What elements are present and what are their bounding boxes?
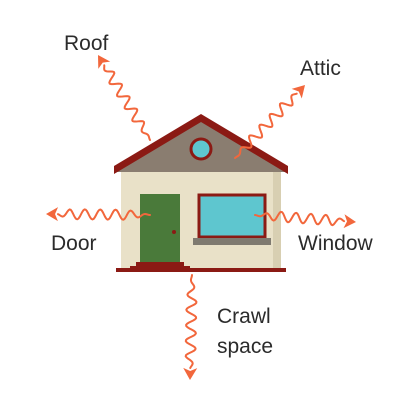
attic-arrow-icon xyxy=(234,85,305,159)
window-icon xyxy=(197,193,267,239)
label-attic: Attic xyxy=(300,57,341,80)
window-sill xyxy=(193,238,271,245)
house-wall-shadow xyxy=(273,172,281,270)
door-knob xyxy=(172,230,176,234)
door-icon xyxy=(140,194,180,264)
door-arrow-head xyxy=(46,207,59,222)
roof-arrow-head xyxy=(98,55,111,69)
heat-arrows xyxy=(46,55,356,380)
label-crawl-space-line2: space xyxy=(217,335,273,358)
label-crawl-space-line1: Crawl xyxy=(217,305,271,328)
crawl-arrow-line xyxy=(184,274,198,369)
window-arrow-head xyxy=(343,214,356,229)
door-arrow-line xyxy=(57,208,151,221)
window-arrow-line xyxy=(254,210,346,227)
house-icon xyxy=(114,114,288,272)
attic-arrow-line xyxy=(234,92,298,159)
ground-line xyxy=(116,268,286,272)
attic-arrow-head xyxy=(291,85,305,99)
attic-window-icon xyxy=(189,137,213,161)
door-arrow-icon xyxy=(46,207,151,222)
label-door: Door xyxy=(51,232,97,255)
window-arrow-icon xyxy=(254,210,356,229)
crawl-arrow-icon xyxy=(183,274,198,380)
crawl-arrow-head xyxy=(183,367,198,380)
roof-arrow-icon xyxy=(98,55,151,141)
roof-arrow-line xyxy=(103,64,151,141)
label-window: Window xyxy=(298,232,374,255)
label-roof: Roof xyxy=(64,32,109,55)
door-step xyxy=(136,262,184,267)
